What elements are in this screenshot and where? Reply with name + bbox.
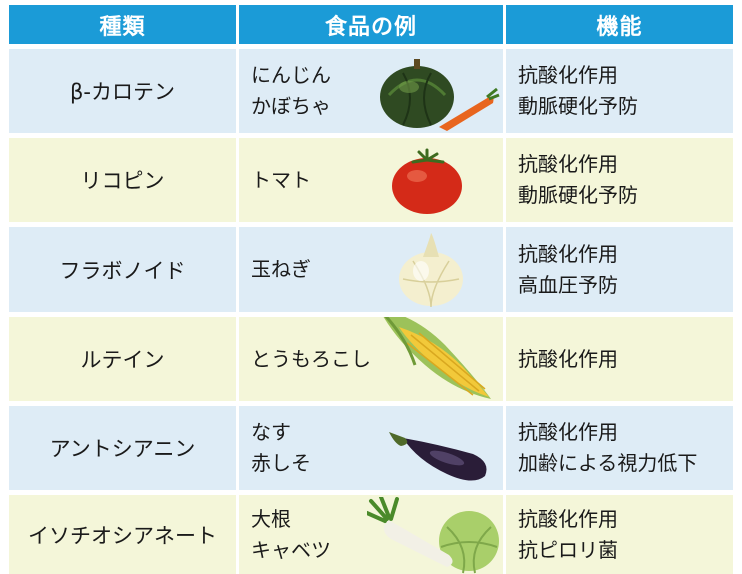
function-text: 抗酸化作用: [518, 152, 618, 176]
function-text: 抗酸化作用: [518, 346, 618, 371]
function-text: 抗ピロリ菌: [518, 537, 618, 562]
function-text: 高血圧予防: [518, 272, 618, 297]
food-name: トマト: [251, 167, 311, 192]
food-name: 大根: [251, 506, 291, 531]
food-name: とうもろこし: [251, 346, 371, 371]
function-text: 抗酸化作用: [518, 241, 618, 266]
type-cell: リコピン: [9, 138, 236, 222]
type-cell: フラボノイド: [9, 227, 236, 312]
onion-icon: [399, 233, 463, 308]
food-cell: にんじん かぼちゃ: [239, 49, 503, 133]
food-cell: トマト: [239, 138, 503, 222]
table-row: アントシアニン なす 赤しそ 抗酸化作用 加齢による視力低下: [9, 406, 733, 490]
table-row: フラボノイド 玉ねぎ 抗酸化作用 高血圧予防: [9, 227, 733, 312]
pumpkin-carrot-icon: [380, 59, 500, 131]
header-food: 食品の例: [239, 5, 503, 44]
food-name: キャベツ: [251, 537, 331, 562]
food-cell: 玉ねぎ: [239, 227, 503, 312]
function-cell: 抗酸化作用 動脈硬化予防: [506, 138, 733, 222]
food-name: なす: [251, 420, 291, 444]
function-cell: 抗酸化作用 高血圧予防: [506, 227, 733, 312]
function-text: 動脈硬化予防: [518, 94, 638, 118]
food-cell: とうもろこし: [239, 317, 503, 401]
type-cell: ルテイン: [9, 317, 236, 401]
function-cell: 抗酸化作用 加齢による視力低下: [506, 406, 733, 490]
food-name: 赤しそ: [251, 451, 311, 475]
food-name: 玉ねぎ: [251, 257, 311, 281]
tomato-icon: [392, 148, 462, 214]
function-text: 抗酸化作用: [518, 63, 618, 87]
function-cell: 抗酸化作用 動脈硬化予防: [506, 49, 733, 133]
food-name: かぼちゃ: [251, 94, 331, 118]
food-name: にんじん: [251, 63, 331, 87]
eggplant-icon: [389, 432, 487, 481]
food-cell: 大根 キャベツ: [239, 495, 503, 574]
table-row: β-カロテン にんじん かぼちゃ 抗酸化作用 動脈硬化予防: [9, 49, 733, 133]
food-cell: なす 赤しそ: [239, 406, 503, 490]
function-text: 抗酸化作用: [518, 420, 618, 444]
function-text: 加齢による視力低下: [518, 451, 698, 475]
corn-icon: [383, 317, 491, 399]
function-cell: 抗酸化作用: [506, 317, 733, 401]
type-cell: イソチオシアネート: [9, 495, 236, 574]
function-text: 抗酸化作用: [518, 506, 618, 531]
table-row: イソチオシアネート 大根 キャベツ 抗酸化作用 抗ピロリ菌: [9, 495, 733, 574]
table-row: ルテイン とうもろこし 抗酸化作用: [9, 317, 733, 401]
type-cell: アントシアニン: [9, 406, 236, 490]
header-type: 種類: [9, 5, 236, 44]
table-row: リコピン トマト 抗酸化作用 動脈硬化予防: [9, 138, 733, 222]
type-cell: β-カロテン: [9, 49, 236, 133]
function-text: 動脈硬化予防: [518, 183, 638, 207]
header-function: 機能: [506, 5, 733, 44]
function-cell: 抗酸化作用 抗ピロリ菌: [506, 495, 733, 574]
daikon-cabbage-icon: [367, 497, 499, 574]
